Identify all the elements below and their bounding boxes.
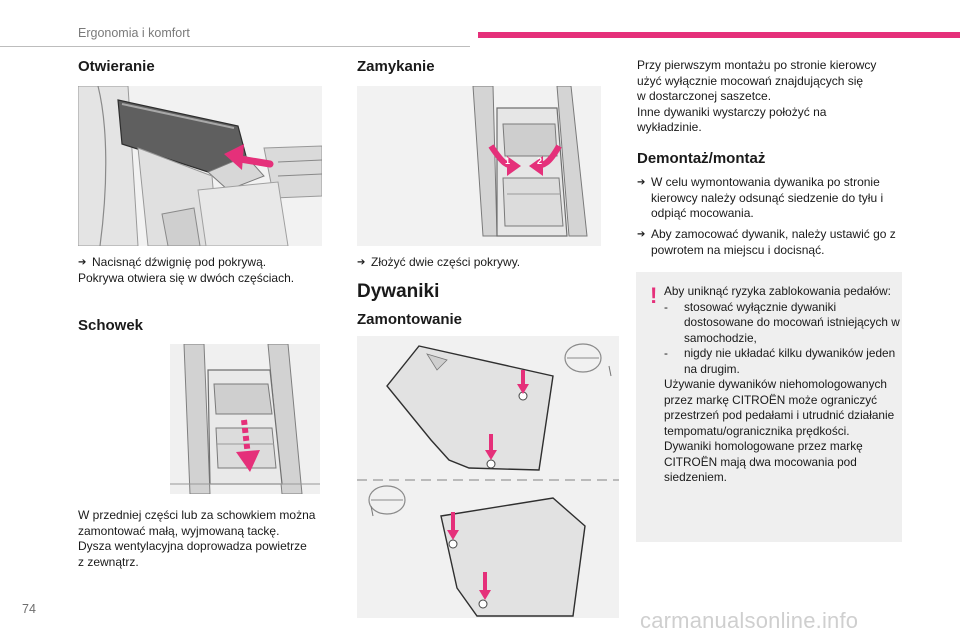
storage-text-line: zamontować małą, wyjmowaną tackę. bbox=[78, 523, 280, 538]
section-title: Ergonomia i komfort bbox=[78, 26, 190, 40]
figure-floor-mats bbox=[357, 336, 619, 618]
warning-intro: Aby uniknąć ryzyka zablokowania pedałów: bbox=[664, 284, 891, 298]
warning-item: - stosować wyłącznie dywaniki dostosowan… bbox=[664, 300, 900, 347]
armrest-opening-illustration bbox=[78, 86, 322, 246]
header-divider bbox=[0, 46, 470, 47]
warning-item: - nigdy nie układać kilku dywaników jede… bbox=[664, 346, 900, 377]
removal-bullet-text: Aby zamocować dywanik, należy ustawić go… bbox=[651, 227, 896, 257]
storage-text-line: W przedniej części lub za schowkiem możn… bbox=[78, 508, 316, 522]
header-accent-bar bbox=[478, 32, 960, 38]
heading-closing: Zamykanie bbox=[357, 58, 435, 75]
storage-text: W przedniej części lub za schowkiem możn… bbox=[78, 508, 338, 570]
warning-box bbox=[636, 272, 902, 542]
warning-item-text: stosować wyłącznie dywaniki dostosowane … bbox=[684, 299, 900, 345]
intro-line: w dostarczonej saszetce. bbox=[637, 89, 772, 103]
heading-storage: Schowek bbox=[78, 317, 144, 334]
intro-text: Przy pierwszym montażu po stronie kierow… bbox=[637, 58, 905, 136]
heading-opening: Otwieranie bbox=[78, 58, 155, 75]
warning-paragraph: Dywaniki homologowane przez markę CITROË… bbox=[664, 439, 863, 484]
watermark: carmanualsonline.info bbox=[640, 608, 859, 633]
opening-text: Pokrywa otwiera się w dwóch częściach. bbox=[78, 271, 295, 285]
figure-armrest-opening bbox=[78, 86, 322, 246]
removal-bullet-2: ➔ Aby zamocować dywanik, należy ustawić … bbox=[637, 227, 903, 258]
intro-line: Inne dywaniki wystarczy położyć na bbox=[637, 104, 827, 119]
heading-mats: Dywaniki bbox=[357, 281, 440, 302]
warning-text: Aby uniknąć ryzyka zablokowania pedałów:… bbox=[664, 284, 900, 486]
floor-mats-illustration bbox=[357, 336, 619, 618]
intro-line: użyć wyłącznie mocowań znajdujących się bbox=[637, 73, 864, 88]
closing-bullet-text: Złożyć dwie części pokrywy. bbox=[371, 255, 521, 269]
dash-mark: - bbox=[664, 346, 668, 360]
figure-closing: 1 2 bbox=[357, 86, 601, 246]
warning-icon: ! bbox=[650, 283, 658, 308]
removal-bullet-text: W celu wymontowania dywanika po stronie … bbox=[651, 175, 884, 220]
callout-1: 1 bbox=[505, 156, 511, 166]
storage-text-line: z zewnątrz. bbox=[78, 554, 139, 569]
bullet-arrow-icon: ➔ bbox=[78, 257, 87, 268]
opening-bullet: ➔ Nacisnąć dźwignię pod pokrywą. bbox=[78, 255, 328, 271]
heading-mats-install: Zamontowanie bbox=[357, 311, 463, 328]
bullet-arrow-icon: ➔ bbox=[637, 177, 646, 188]
bullet-arrow-icon: ➔ bbox=[357, 257, 366, 268]
callout-2: 2 bbox=[537, 156, 543, 166]
intro-line: wykładzinie. bbox=[637, 120, 702, 134]
warning-paragraph: Używanie dywaników niehomologowanych prz… bbox=[664, 377, 895, 438]
figure-storage bbox=[170, 344, 320, 494]
opening-bullet-text: Nacisnąć dźwignię pod pokrywą. bbox=[92, 255, 267, 269]
storage-text-line: Dysza wentylacyjna doprowadza powietrze bbox=[78, 539, 307, 553]
closing-illustration bbox=[357, 86, 601, 246]
closing-bullet: ➔ Złożyć dwie części pokrywy. bbox=[357, 255, 607, 271]
page-number: 74 bbox=[22, 602, 36, 616]
warning-item-text: nigdy nie układać kilku dywaników jeden … bbox=[684, 346, 896, 376]
heading-removal: Demontaż/montaż bbox=[637, 150, 766, 167]
removal-bullet-1: ➔ W celu wymontowania dywanika po stroni… bbox=[637, 175, 903, 222]
bullet-arrow-icon: ➔ bbox=[637, 229, 646, 240]
intro-line: Przy pierwszym montażu po stronie kierow… bbox=[637, 58, 877, 72]
dash-mark: - bbox=[664, 299, 668, 314]
storage-illustration bbox=[170, 344, 320, 494]
